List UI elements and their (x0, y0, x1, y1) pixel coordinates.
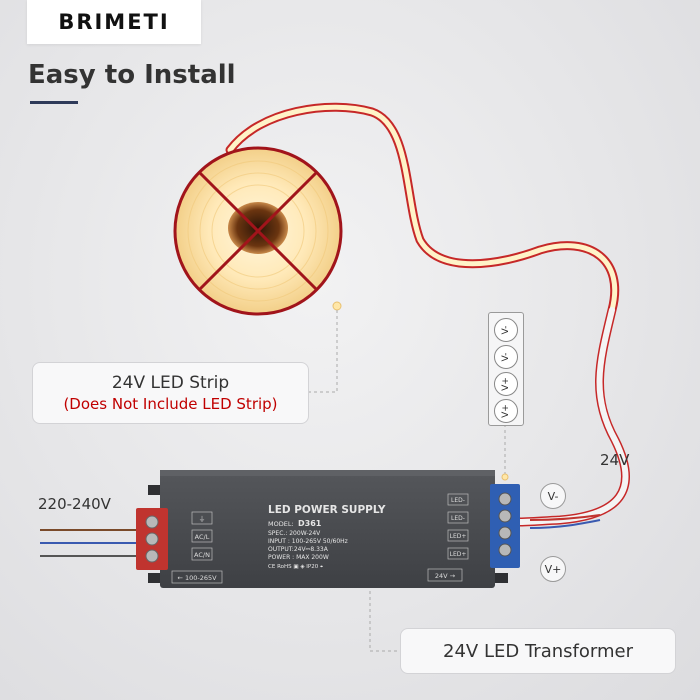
psu-power: POWER : MAX 200W (268, 554, 329, 561)
psu-output: OUTPUT:24V⎓8.33A (268, 546, 329, 553)
brand-logo-text: BRIMETI (58, 10, 170, 34)
psu-output-arrow: 24V → (435, 572, 456, 580)
psu-heading: LED POWER SUPPLY (268, 504, 386, 516)
psu-right-labels: LED- LED- LED+ LED+ (447, 493, 469, 560)
vminus-tag: V- (540, 483, 566, 509)
transformer-callout: 24V LED Transformer (400, 628, 676, 674)
power-supply-unit (148, 470, 508, 588)
psu-led-minus-1: LED- (451, 497, 465, 504)
ac-terminal-block (136, 508, 168, 570)
psu-model: D361 (298, 519, 322, 528)
psu-input-arrow: ← 100-265V (177, 574, 217, 582)
pin-label-2: V- (494, 345, 518, 369)
pin-label-4: V+ (494, 399, 518, 423)
psu-input: INPUT : 100-265V 50/60Hz (268, 538, 348, 545)
led-strip-callout-title: 24V LED Strip (111, 373, 230, 393)
psu-spec: SPEC.: 200W-24V (268, 530, 321, 537)
psu-arrow-labels: ← 100-265V 24V → (171, 568, 463, 584)
ac-input-label: 220-240V (38, 495, 111, 513)
page-title: Easy to Install (28, 60, 236, 90)
led-strip-cable (225, 102, 630, 527)
psu-acl-label: AC/L (195, 533, 210, 541)
psu-nameplate: LED POWER SUPPLY MODEL: D361 SPEC.: 200W… (268, 504, 386, 570)
psu-led-plus-2: LED+ (450, 551, 467, 558)
led-strip-callout-note: (Does Not Include LED Strip) (63, 395, 278, 413)
psu-left-labels: ⏚ AC/L AC/N (191, 511, 213, 561)
title-underline (30, 101, 78, 104)
not-included-icon (173, 146, 343, 316)
psu-certs: CE RoHS ▣ ◈ IP20 ⌖ (268, 564, 323, 570)
pin-label-3: V+ (494, 372, 518, 396)
vplus-tag: V+ (540, 556, 566, 582)
psu-led-minus-2: LED- (451, 515, 465, 522)
psu-acn-label: AC/N (194, 551, 210, 559)
led-strip-callout: 24V LED Strip (Does Not Include LED Stri… (32, 362, 309, 424)
dc-output-label: 24V (600, 451, 630, 469)
pin-label-1: V- (494, 318, 518, 342)
psu-ground-label: ⏚ (199, 515, 206, 523)
psu-model-label: MODEL: (268, 520, 294, 528)
psu-led-plus-1: LED+ (450, 533, 467, 540)
brand-logo: BRIMETI (27, 0, 201, 44)
dc-output-wires (529, 514, 601, 529)
transformer-callout-title: 24V LED Transformer (443, 640, 633, 662)
dc-terminal-block (490, 484, 520, 568)
output-pin-legend: V- V- V+ V+ (488, 312, 524, 426)
ac-input-wires (40, 529, 140, 557)
